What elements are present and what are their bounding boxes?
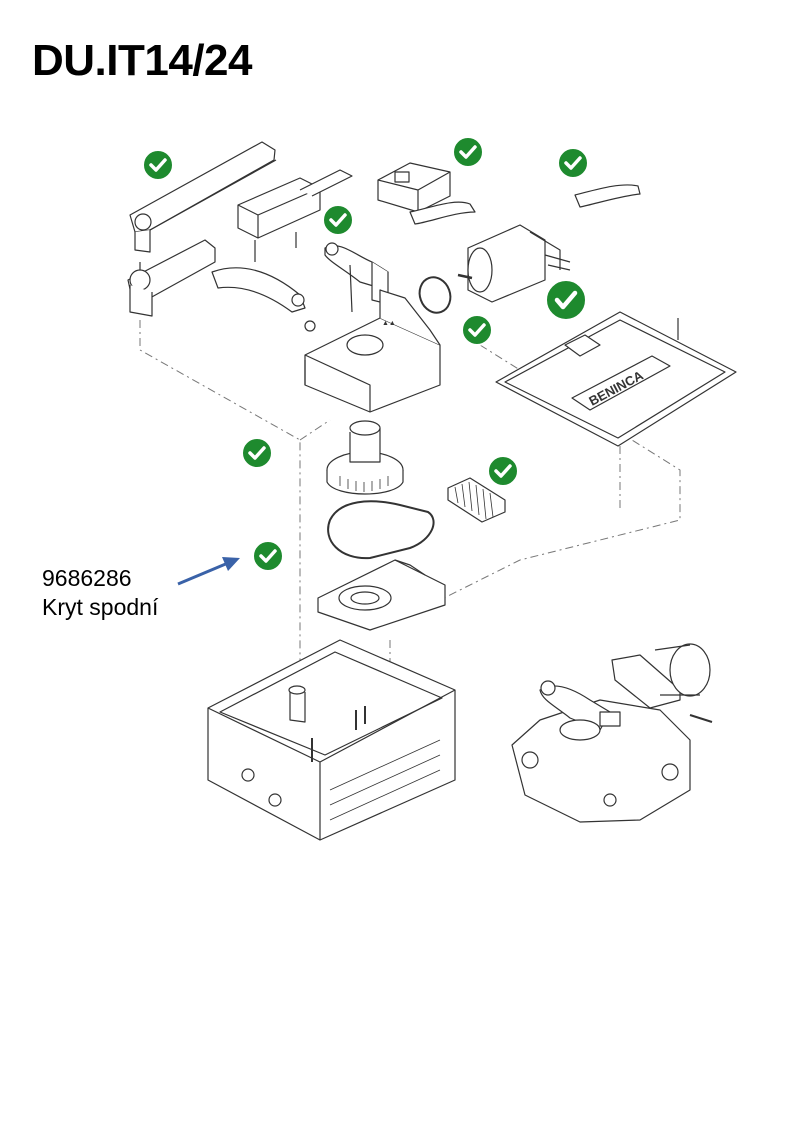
upper-lever-arm: [129, 141, 277, 253]
lower-lever-arm: [127, 239, 216, 317]
housing-box: [207, 639, 456, 841]
page-title: DU.IT14/24: [32, 36, 252, 85]
limit-switch-block: [237, 169, 353, 262]
check-icon: [557, 147, 589, 179]
check-icon: [452, 136, 484, 168]
main-gear: [326, 420, 404, 495]
curved-linkage: [211, 267, 316, 332]
part-number: 9686286: [42, 565, 132, 591]
check-icon: [252, 540, 284, 572]
part-name: Kryt spodní: [42, 594, 159, 620]
check-icon: [241, 437, 273, 469]
top-switch-module: [377, 162, 451, 213]
bottom-cover-part: [317, 559, 446, 631]
assembled-unit: [511, 643, 713, 823]
check-icon: [322, 204, 354, 236]
check-icon: [545, 279, 587, 321]
check-icon: [142, 149, 174, 181]
part-callout: 9686286 Kryt spodní: [42, 564, 158, 622]
callout-arrow: [177, 557, 240, 586]
crank-arm: [324, 242, 389, 313]
check-icon: [461, 314, 493, 346]
worm-screw: [447, 477, 506, 523]
motor-assembly: [457, 224, 571, 303]
bracket-right: [574, 184, 641, 208]
bracket-center: [409, 201, 476, 225]
gasket: [327, 500, 435, 560]
svg-text:▲▲: ▲▲: [382, 320, 396, 327]
check-marks: [142, 136, 589, 572]
gearbox-top-cover: ▲▲: [304, 289, 441, 413]
cover-plate: BENINCA: [495, 311, 737, 447]
check-icon: [487, 455, 519, 487]
o-ring: [418, 276, 452, 314]
